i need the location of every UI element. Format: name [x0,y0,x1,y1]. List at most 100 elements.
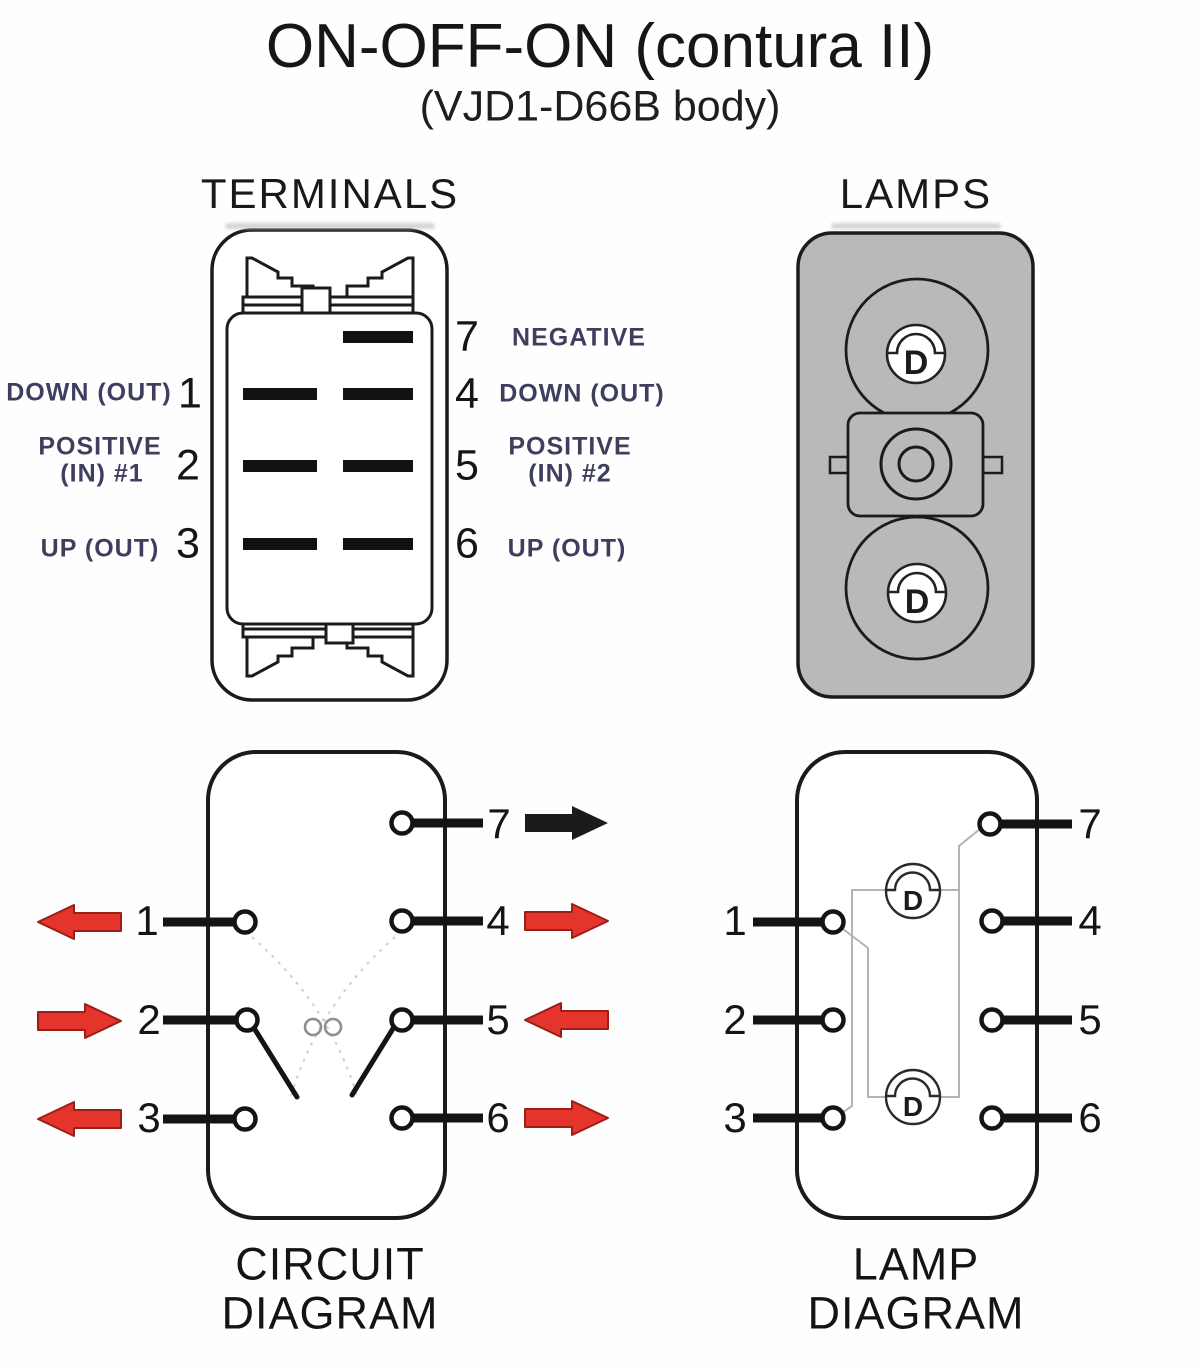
terminal-slot-4 [343,388,413,400]
pin-6 [979,1105,1005,1131]
page-title: ON-OFF-ON (contura II) [265,12,935,81]
pin-3 [232,1106,258,1132]
terminal-number-6: 6 [455,519,479,568]
terminal-number-2: 2 [176,441,200,490]
lampdiag-number-3: 3 [723,1094,747,1141]
wire-7-to-lamps [940,828,981,1098]
lamps-heading: LAMPS [839,170,993,217]
terminal-label-2-line2: (IN) #1 [60,459,144,488]
lamp-letter: D [902,885,924,916]
lamp-icon [884,1068,942,1126]
terminal-label-7: NEGATIVE [512,323,646,352]
lampdiag-number-2: 2 [723,996,747,1043]
lampdiag-number-6: 6 [1078,1094,1102,1141]
terminal-slot-6 [343,538,413,550]
circuit-diagram-drawing [37,750,609,1220]
pin-1 [820,909,846,935]
lamp-body-outline [795,750,1039,1220]
pivot-tab-left [828,455,850,475]
lamp-caption-line2: DIAGRAM [807,1287,1025,1339]
terminal-number-7: 7 [455,312,479,361]
contact-arm-right [349,1024,397,1098]
circuit-number-6: 6 [486,1094,510,1141]
lamp-letter: D [904,583,930,621]
terminal-label-4: DOWN (OUT) [499,379,665,408]
pin-3 [820,1105,846,1131]
mounting-tab [300,286,332,318]
lampdiag-number-1: 1 [723,897,747,944]
terminal-slot-7 [343,331,413,343]
terminal-pins [232,810,415,1132]
circuit-body-outline [206,750,447,1220]
terminal-number-4: 4 [455,369,479,418]
terminal-slot-3 [243,538,317,550]
pin-1 [232,909,258,935]
circuit-number-2: 2 [137,996,161,1043]
lampdiag-number-7: 7 [1078,800,1102,847]
terminal-slot-2 [243,460,317,472]
circuit-caption-line1: CIRCUIT [235,1238,425,1290]
circuit-number-5: 5 [486,996,510,1043]
lamp-letter: D [903,344,929,382]
terminal-label-1: DOWN (OUT) [6,378,172,407]
pin-5 [979,1007,1005,1033]
out-arrow-icon [37,904,122,940]
lamp-icon [885,323,947,385]
pivot-dots [303,1017,343,1037]
terminal-number-5: 5 [455,441,479,490]
wire-top-lamp-to-3 [841,889,887,1114]
in-arrow-icon [37,1003,122,1039]
circuit-caption-line2: DIAGRAM [221,1287,439,1339]
lamp-caption-line1: LAMP [852,1238,980,1290]
out-arrow-icon [524,903,609,939]
wire-1-to-bottom-lamp [842,928,886,1098]
terminal-slots [243,331,413,550]
contact-arm-left [251,1025,300,1100]
lampdiag-number-4: 4 [1078,897,1102,944]
pin-6 [389,1105,415,1131]
terminal-label-6: UP (OUT) [507,534,627,563]
terminal-slot-1 [243,388,317,400]
pin-5 [389,1007,415,1033]
out-arrow-icon [524,1100,609,1136]
page-subtitle: (VJD1-D66B body) [419,82,781,131]
terminal-leads [163,818,483,1124]
pin-2 [820,1007,846,1033]
pin-2 [234,1007,260,1033]
heading-shadow [225,223,435,229]
terminals-heading: TERMINALS [200,170,460,217]
circuit-number-3: 3 [137,1094,161,1141]
terminal-label-3: UP (OUT) [40,534,160,563]
negative-out-arrow-icon [525,806,608,840]
pivot-ring-inner [897,445,935,483]
terminals-switch-drawing [210,228,449,702]
circuit-number-7: 7 [487,800,511,847]
terminal-label-5-line1: POSITIVE [508,432,632,461]
lamps-panel-drawing [796,231,1035,699]
terminal-slot-5 [343,460,413,472]
pin-7 [977,811,1003,837]
heading-shadow [831,223,1001,229]
pin-7 [389,810,415,836]
circuit-number-4: 4 [486,897,510,944]
pin-4 [389,908,415,934]
terminal-leads [753,819,1072,1123]
lamp-wires [841,828,981,1114]
out-arrow-icon [37,1101,122,1137]
lamp-letter: D [902,1091,924,1122]
lamp-icon [884,862,942,920]
circuit-number-1: 1 [135,897,159,944]
switch-contact-arms [251,1024,397,1100]
lamp-icon [886,562,948,624]
terminal-label-5-line2: (IN) #2 [528,459,612,488]
lampdiag-number-5: 5 [1078,996,1102,1043]
in-arrow-icon [524,1002,609,1038]
terminal-pins [820,811,1005,1131]
terminal-number-3: 3 [176,519,200,568]
pivot-tab-right [981,455,1004,475]
pin-4 [979,908,1005,934]
lamp-diagram-drawing [753,750,1072,1220]
terminal-number-1: 1 [178,369,202,418]
